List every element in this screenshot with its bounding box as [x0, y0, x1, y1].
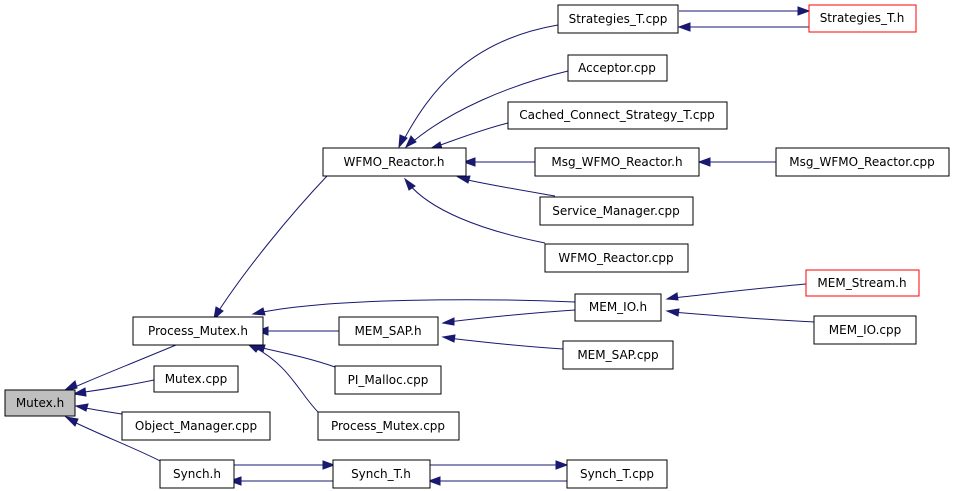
edge-acceptor-to-wfmo-reactor-h — [404, 70, 569, 149]
edge-pi-malloc-to-process-mutex — [251, 344, 336, 368]
node-label: Service_Manager.cpp — [552, 204, 680, 218]
node-acceptor-cpp[interactable]: Acceptor.cpp — [567, 54, 668, 82]
node-mutex-cpp[interactable]: Mutex.cpp — [153, 365, 239, 393]
edge-mutex-cpp-to-mutex — [72, 379, 155, 397]
node-cached-connect-strategy-t-cpp[interactable]: Cached_Connect_Strategy_T.cpp — [507, 101, 728, 130]
edge-synch-t-cpp-to-synch-t — [427, 476, 567, 486]
node-label: MEM_IO.h — [589, 300, 647, 314]
node-wfmo-reactor-h[interactable]: WFMO_Reactor.h — [322, 147, 467, 177]
edge-synch-t-to-synch-t-cpp — [430, 460, 569, 470]
node-label: PI_Malloc.cpp — [348, 373, 429, 387]
node-mem-sap-cpp[interactable]: MEM_SAP.cpp — [562, 340, 674, 370]
node-wfmo-reactor-cpp[interactable]: WFMO_Reactor.cpp — [544, 243, 689, 273]
node-label: Synch_T.h — [351, 467, 411, 481]
node-strategies-t-h[interactable]: Strategies_T.h — [808, 4, 917, 33]
node-label: MEM_Stream.h — [817, 276, 906, 290]
node-label: Synch_T.cpp — [580, 467, 654, 481]
edge-mem-stream-to-mem-io — [665, 283, 807, 301]
edge-mem-sap-cpp-to-mem-sap-h — [441, 334, 564, 350]
node-process-mutex-cpp[interactable]: Process_Mutex.cpp — [317, 411, 460, 441]
edge-msg-wfmo-h-to-wfmo-reactor-h — [462, 157, 535, 167]
node-label: Mutex.h — [16, 396, 64, 410]
node-mem-stream-h[interactable]: MEM_Stream.h — [805, 269, 920, 297]
node-label: MEM_SAP.h — [354, 324, 421, 338]
edge-wfmo-reactor-h-to-process-mutex — [213, 175, 328, 321]
node-synch-t-cpp[interactable]: Synch_T.cpp — [566, 459, 668, 489]
node-label: Process_Mutex.h — [148, 324, 248, 338]
node-synch-h[interactable]: Synch.h — [159, 459, 235, 489]
node-label: Mutex.cpp — [165, 372, 228, 386]
edge-wfmo-reactor-cpp-to-wfmo-reactor-h — [403, 177, 546, 244]
edge-process-mutex-cpp-to-process-mutex — [246, 343, 321, 415]
node-label: Msg_WFMO_Reactor.cpp — [789, 155, 934, 169]
node-label: Strategies_T.h — [820, 11, 905, 25]
edge-strategies-t-cpp-to-strategies-t-h — [679, 6, 811, 16]
node-mem-sap-h[interactable]: MEM_SAP.h — [338, 316, 439, 346]
node-label: MEM_IO.cpp — [829, 323, 901, 337]
node-label: Process_Mutex.cpp — [331, 419, 445, 433]
edge-mem-sap-h-to-process-mutex — [255, 326, 339, 336]
node-label: Cached_Connect_Strategy_T.cpp — [519, 108, 715, 122]
node-pi-malloc-cpp[interactable]: PI_Malloc.cpp — [334, 365, 442, 395]
node-label: Object_Manager.cpp — [135, 419, 257, 433]
node-label: Strategies_T.cpp — [569, 12, 668, 26]
node-label: Synch.h — [173, 467, 221, 481]
edge-msg-wfmo-cpp-to-msg-wfmo-h — [697, 157, 776, 167]
node-strategies-t-cpp[interactable]: Strategies_T.cpp — [557, 4, 679, 34]
node-label: MEM_SAP.cpp — [577, 348, 658, 362]
edge-strategies-t-cpp-to-wfmo-reactor-h — [398, 24, 559, 149]
edge-synch-t-to-synch — [228, 476, 333, 486]
node-process-mutex-h[interactable]: Process_Mutex.h — [132, 316, 264, 346]
edge-strategies-t-h-to-strategies-t-cpp — [677, 22, 809, 32]
node-label: WFMO_Reactor.cpp — [558, 251, 673, 265]
edge-cached-connect-to-wfmo-reactor-h — [428, 122, 509, 150]
edge-object-manager-to-mutex — [74, 403, 123, 415]
node-mutex-h[interactable]: Mutex.h — [4, 389, 76, 417]
node-label: Acceptor.cpp — [578, 61, 656, 75]
node-msg-wfmo-reactor-cpp[interactable]: Msg_WFMO_Reactor.cpp — [775, 147, 950, 177]
node-object-manager-cpp[interactable]: Object_Manager.cpp — [121, 411, 271, 441]
edge-mem-io-to-process-mutex — [251, 299, 576, 316]
node-synch-t-h[interactable]: Synch_T.h — [332, 459, 431, 489]
edge-synch-to-synch-t — [230, 460, 336, 470]
edge-mem-io-to-mem-sap-h — [441, 309, 576, 326]
node-service-manager-cpp[interactable]: Service_Manager.cpp — [539, 196, 694, 226]
node-label: WFMO_Reactor.h — [344, 155, 445, 169]
edge-mem-io-cpp-to-mem-io — [665, 308, 815, 323]
node-msg-wfmo-reactor-h[interactable]: Msg_WFMO_Reactor.h — [534, 147, 700, 177]
node-mem-io-cpp[interactable]: MEM_IO.cpp — [813, 315, 917, 345]
edge-synch-to-mutex — [64, 416, 165, 464]
edge-service-manager-to-wfmo-reactor-h — [456, 175, 556, 197]
node-mem-io-h[interactable]: MEM_IO.h — [574, 293, 662, 322]
node-label: Msg_WFMO_Reactor.h — [551, 155, 682, 169]
